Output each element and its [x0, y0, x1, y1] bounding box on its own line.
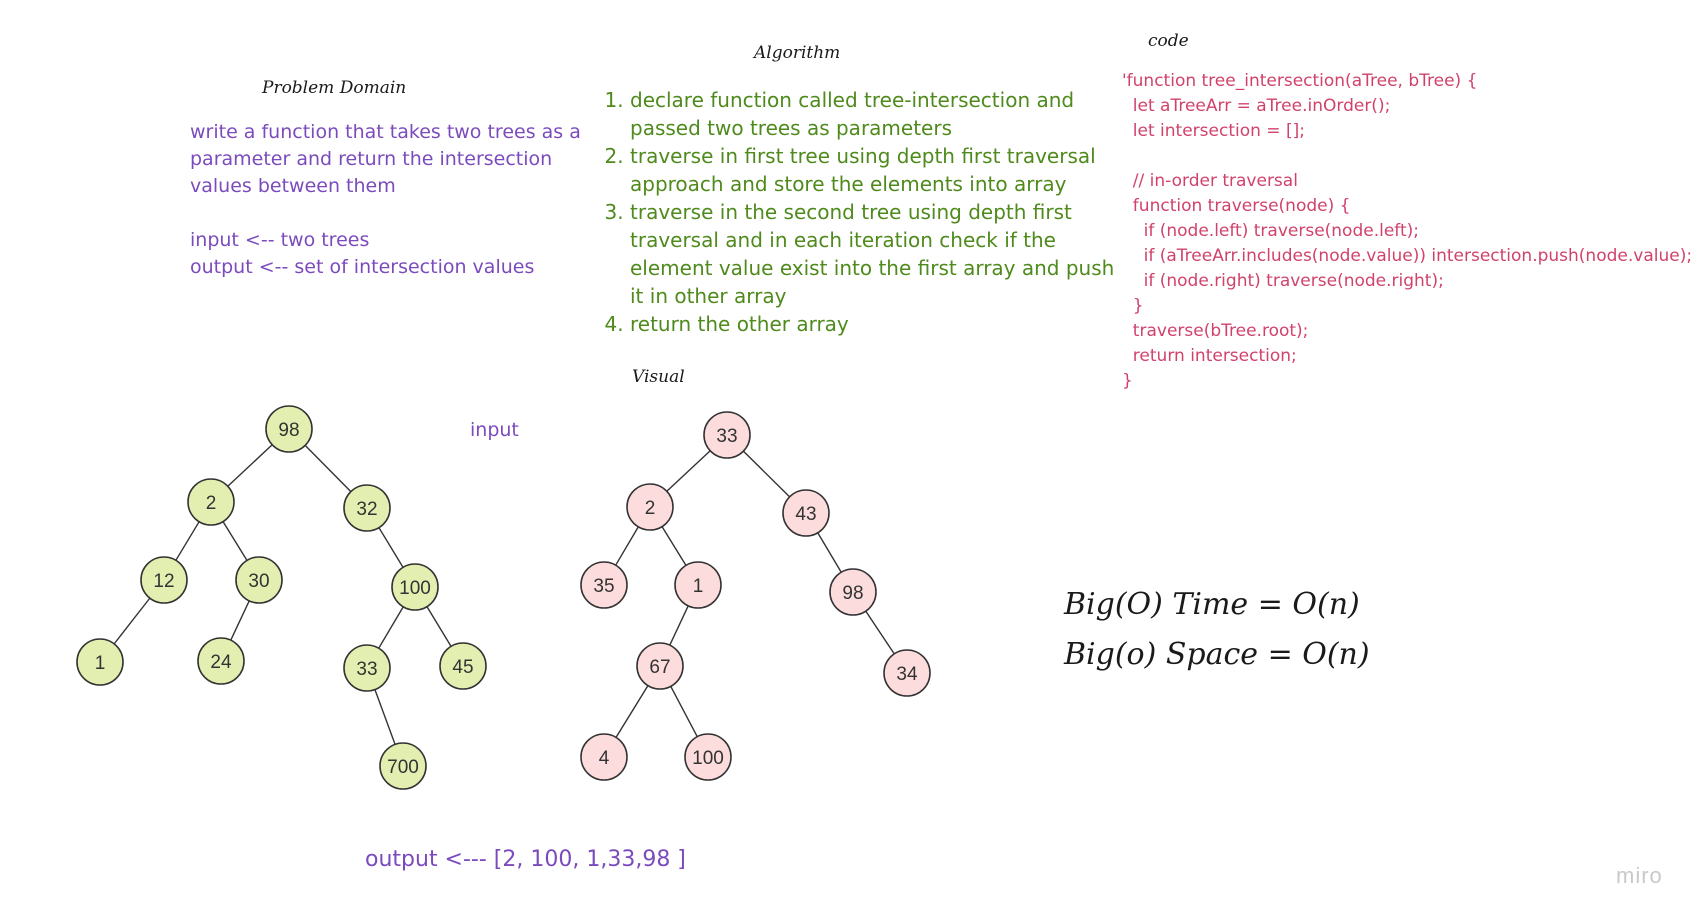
tree-node-label: 1 — [95, 653, 106, 674]
tree-edge — [817, 532, 842, 573]
code-heading: code — [1148, 31, 1189, 51]
tree-b: 33 2 43 35 1 98 67 34 4 100 — [580, 411, 931, 781]
tree-edge — [661, 526, 687, 566]
tree-node — [235, 556, 283, 604]
algorithm-step: traverse in the second tree using depth … — [630, 198, 1130, 310]
tree-node — [379, 742, 427, 790]
tree-edge — [230, 600, 250, 641]
tree-edge — [666, 450, 711, 492]
tree-node-label: 30 — [248, 571, 269, 592]
tree-node-label: 98 — [842, 583, 863, 604]
problem-line: values between them — [190, 175, 396, 197]
tree-node-label: 34 — [896, 664, 918, 685]
tree-edge — [378, 527, 404, 568]
tree-a: 98 2 32 12 30 100 1 24 33 45 700 — [76, 405, 487, 790]
miro-logo: miro — [1616, 863, 1663, 888]
tree-node — [674, 561, 722, 609]
tree-node — [636, 642, 684, 690]
tree-edge — [615, 526, 639, 566]
code-block: 'function tree_intersection(aTree, bTree… — [1122, 69, 1692, 394]
tree-node-label: 100 — [692, 748, 724, 769]
tree-edge — [426, 606, 452, 647]
tree-node — [626, 483, 674, 531]
tree-edge — [378, 606, 404, 649]
tree-node-label: 45 — [452, 657, 473, 678]
tree-node-label: 33 — [716, 426, 737, 447]
tree-node-label: 12 — [153, 571, 174, 592]
input-label: input — [470, 419, 519, 441]
problem-output: output <-- set of intersection values — [190, 256, 535, 278]
tree-node-label: 2 — [206, 493, 217, 514]
code-line: traverse(bTree.root); — [1122, 321, 1309, 341]
tree-edge — [374, 689, 396, 745]
code-line: let aTreeArr = aTree.inOrder(); — [1122, 96, 1391, 116]
tree-node — [703, 411, 751, 459]
algorithm-step: return the other array — [630, 310, 1130, 338]
tree-edge — [742, 450, 791, 498]
problem-domain-text: write a function that takes two trees as… — [190, 119, 581, 281]
tree-node-label: 4 — [599, 748, 610, 769]
code-line: 'function tree_intersection(aTree, bTree… — [1122, 71, 1478, 91]
tree-node — [391, 563, 439, 611]
tree-node — [187, 478, 235, 526]
problem-line: parameter and return the intersection — [190, 148, 553, 170]
tree-edge — [865, 610, 895, 655]
tree-node — [883, 649, 931, 697]
tree-edge — [222, 521, 248, 561]
tree-edge — [669, 605, 689, 646]
tree-node — [829, 568, 877, 616]
tree-node-label: 35 — [593, 576, 614, 597]
tree-node-label: 33 — [356, 659, 377, 680]
time-complexity: Big(O) Time = O(n) — [1064, 587, 1360, 622]
algorithm-step: declare function called tree-intersectio… — [630, 86, 1130, 142]
tree-node — [140, 556, 188, 604]
code-line: if (aTreeArr.includes(node.value)) inter… — [1122, 246, 1693, 266]
tree-node — [343, 484, 391, 532]
code-line: if (node.right) traverse(node.right); — [1122, 271, 1444, 291]
tree-node — [580, 733, 628, 781]
code-line: // in-order traversal — [1122, 171, 1298, 191]
tree-node — [197, 637, 245, 685]
output-label: output <--- [2, 100, 1,33,98 ] — [365, 847, 686, 872]
problem-line: write a function that takes two trees as… — [190, 121, 581, 143]
tree-edge — [615, 685, 649, 738]
tree-node-label: 100 — [399, 578, 431, 599]
tree-edge — [175, 521, 200, 561]
code-line: return intersection; — [1122, 346, 1297, 366]
algorithm-list: declare function called tree-intersectio… — [602, 86, 1130, 338]
tree-edge — [670, 686, 698, 737]
visual-heading: Visual — [632, 367, 685, 387]
tree-edge — [304, 444, 352, 493]
tree-node-label: 700 — [387, 757, 419, 778]
tree-node-label: 98 — [278, 420, 299, 441]
algorithm-step: traverse in first tree using depth first… — [630, 142, 1130, 198]
tree-node — [343, 644, 391, 692]
tree-node-label: 67 — [649, 657, 670, 678]
code-line: } — [1122, 296, 1144, 316]
problem-domain-heading: Problem Domain — [262, 78, 407, 98]
code-line: } — [1122, 371, 1133, 391]
tree-node — [76, 638, 124, 686]
code-line: if (node.left) traverse(node.left); — [1122, 221, 1420, 241]
tree-node-label: 1 — [693, 576, 704, 597]
problem-input: input <-- two trees — [190, 229, 370, 251]
complexity-notes: Big(O) Time = O(n) Big(o) Space = O(n) — [1064, 580, 1370, 680]
tree-node-label: 2 — [645, 498, 656, 519]
tree-node — [684, 733, 732, 781]
tree-node-label: 32 — [356, 499, 377, 520]
tree-node — [265, 405, 313, 453]
tree-node-label: 43 — [795, 504, 816, 525]
tree-node — [439, 642, 487, 690]
tree-node — [580, 561, 628, 609]
space-complexity: Big(o) Space = O(n) — [1064, 637, 1370, 672]
tree-node-label: 24 — [210, 652, 232, 673]
tree-node — [782, 489, 830, 537]
code-line: function traverse(node) { — [1122, 196, 1351, 216]
tree-edge — [113, 597, 151, 645]
code-line: let intersection = []; — [1122, 121, 1305, 141]
algorithm-heading: Algorithm — [754, 43, 841, 63]
tree-edge — [227, 444, 273, 487]
